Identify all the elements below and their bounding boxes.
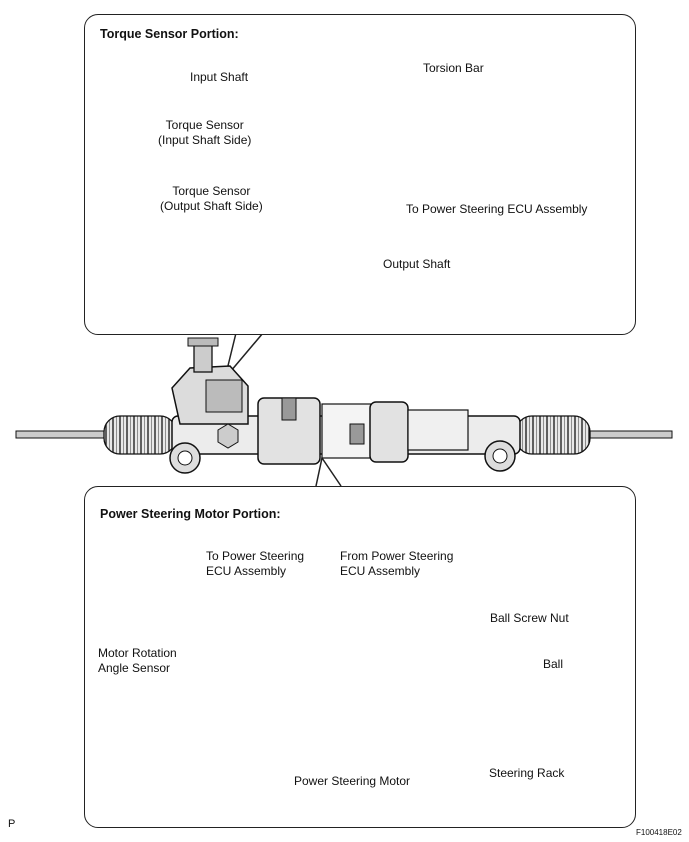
label-torque-sensor-output-line1: Torque Sensor — [172, 184, 251, 198]
label-ball: Ball — [543, 657, 564, 671]
page-mark: P — [8, 818, 16, 830]
motor-panel — [84, 486, 636, 828]
label-torque-sensor-input-line2: (Input Shaft Side) — [158, 133, 252, 147]
label-steering-rack: Steering Rack — [489, 766, 565, 780]
label-from-ecu-to-motor: From Power Steering ECU Assembly — [340, 549, 453, 579]
label-power-steering-motor: Power Steering Motor — [294, 774, 411, 788]
label-torsion-bar: Torsion Bar — [423, 61, 484, 75]
label-ball-screw-nut: Ball Screw Nut — [490, 611, 569, 625]
label-to-ecu-assembly: To Power Steering ECU Assembly — [406, 202, 588, 216]
steering-gear-assembly — [15, 337, 673, 474]
bottom-callout-tail — [315, 456, 342, 487]
label-torque-sensor-output-side: Torque Sensor (Output Shaft Side) — [160, 184, 263, 214]
label-input-shaft: Input Shaft — [190, 70, 249, 84]
label-to-ecu-line1: To Power Steering — [206, 549, 305, 563]
label-motor-rotation-angle-sensor: Motor Rotation Angle Sensor — [98, 646, 177, 676]
label-to-ecu-from-motor: To Power Steering ECU Assembly — [206, 549, 304, 579]
torque-sensor-panel-title: Torque Sensor Portion: — [100, 27, 239, 41]
torque-sensor-panel — [84, 14, 636, 335]
label-motor-angle-line1: Motor Rotation — [98, 646, 177, 660]
label-motor-angle-line2: Angle Sensor — [98, 661, 171, 675]
label-torque-sensor-input-side: Torque Sensor (Input Shaft Side) — [158, 118, 251, 148]
motor-panel-title: Power Steering Motor Portion: — [100, 507, 281, 521]
label-from-ecu-line2: ECU Assembly — [340, 564, 421, 578]
label-output-shaft: Output Shaft — [383, 257, 451, 271]
label-torque-sensor-input-line1: Torque Sensor — [165, 118, 244, 132]
figure-code: F100418E02 — [636, 828, 682, 837]
label-torque-sensor-output-line2: (Output Shaft Side) — [160, 199, 263, 213]
label-to-ecu-line2: ECU Assembly — [206, 564, 287, 578]
label-from-ecu-line1: From Power Steering — [340, 549, 454, 563]
